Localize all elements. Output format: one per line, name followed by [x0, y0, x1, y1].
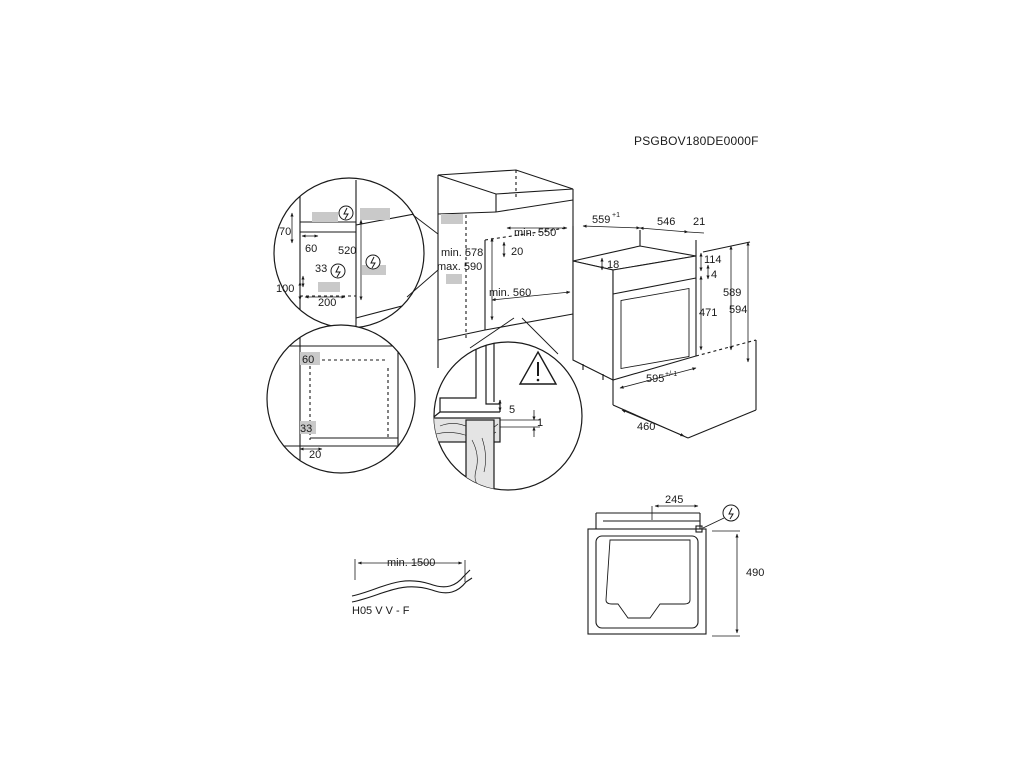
dim-height: 520	[338, 245, 356, 257]
electric-icon	[338, 205, 354, 221]
dim-vent: 33	[315, 263, 327, 275]
dim-inset-top: 60	[305, 243, 317, 255]
rear-height: 490	[746, 567, 764, 579]
electric-icon	[330, 263, 346, 279]
oven-depth-total: 559	[592, 214, 610, 226]
mount-dim-gap: 5	[509, 404, 515, 416]
dim-min-width-bottom: min. 560	[489, 287, 531, 299]
oven-depth-min: 460	[637, 421, 655, 433]
cabinet-detail-circle: 70 60 520 33 100 200	[273, 177, 425, 329]
oven-width-tol: +/-1	[665, 371, 677, 378]
dim-top-gap: 70	[279, 226, 291, 238]
dim-bottom: 100	[276, 283, 294, 295]
vent-dim-bottom: 33	[300, 423, 312, 435]
document-code: PSGBOV180DE0000F	[634, 134, 759, 148]
vent-detail-circle: 60 33 20	[266, 324, 416, 474]
mount-dim-tolerance: 1	[537, 417, 543, 429]
rear-offset: 245	[665, 494, 683, 506]
oven-front: 21	[693, 216, 705, 228]
oven-depth-body: 546	[657, 216, 675, 228]
dim-top-offset: 20	[511, 246, 523, 258]
cable-length: min. 1500	[387, 557, 435, 569]
oven-height-body: 589	[723, 287, 741, 299]
rear-view-drawing	[587, 512, 707, 635]
oven-top-offset: 18	[607, 259, 619, 271]
oven-panel-top: 114	[704, 254, 722, 266]
oven-depth-total-tol: +1	[612, 212, 620, 219]
oven-drawing	[572, 226, 757, 439]
dim-inset-bottom: 200	[318, 297, 336, 309]
cable-type: H05 V V - F	[352, 605, 410, 617]
vent-dim-side: 20	[309, 449, 321, 461]
oven-width: 595	[646, 373, 664, 385]
oven-height-total: 594	[729, 304, 747, 316]
warning-icon	[518, 350, 558, 385]
oven-door-height: 471	[699, 307, 717, 319]
electric-icon	[702, 504, 740, 529]
dim-height-max: max. 590	[437, 261, 482, 273]
oven-panel-inner: 4	[711, 269, 717, 281]
power-cable: min. 1500 H05 V V - F	[351, 557, 473, 617]
dim-min-width-top: min. 550	[514, 227, 556, 239]
dim-height-min: min. 578	[441, 247, 483, 259]
electric-icon	[365, 254, 381, 270]
vent-dim-top: 60	[302, 354, 314, 366]
mount-detail-circle: 5 1	[433, 341, 583, 491]
